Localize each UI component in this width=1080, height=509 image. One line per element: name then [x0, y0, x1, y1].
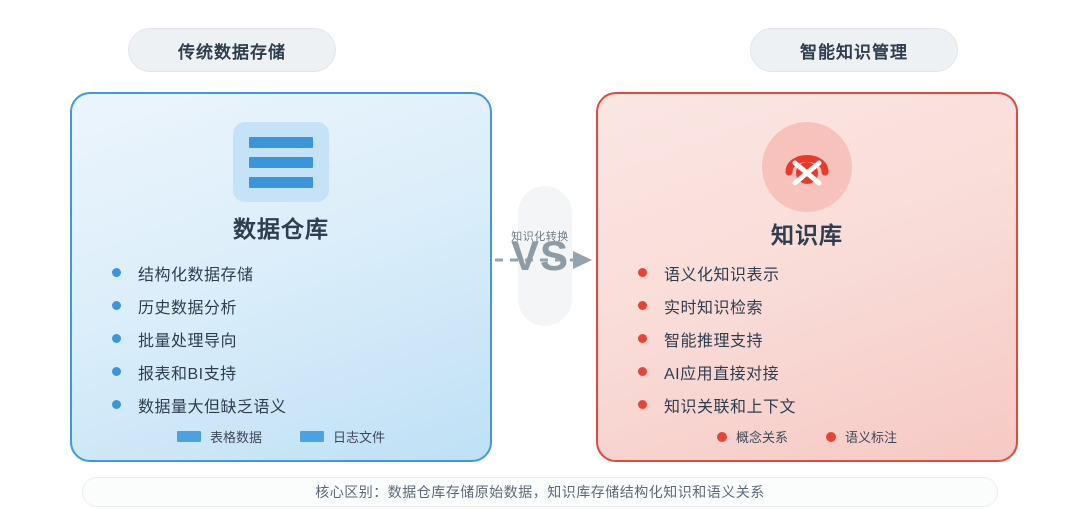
bullet-dot-icon: [112, 268, 121, 277]
bullet-dot-icon: [638, 268, 647, 277]
legend-swatch-dot-icon: [716, 431, 727, 442]
feature-label: 实时知识检索: [664, 299, 764, 317]
feature-label: 历史数据分析: [138, 299, 238, 317]
card-knowledge-base: 知识库 语义化知识表示 实时知识检索 智能推理支持 AI应用直接对接: [596, 92, 1018, 462]
table-row-bar: [249, 136, 313, 148]
list-item: 数据量大但缺乏语义: [112, 388, 462, 421]
legend-swatch-rect-icon: [300, 431, 324, 442]
legend-item: 语义标注: [826, 427, 897, 446]
bullet-dot-icon: [112, 334, 121, 343]
transition-arrow-icon: [495, 251, 592, 269]
header-badge-intelligent: 智能知识管理: [750, 28, 958, 72]
table-rows-icon: [233, 122, 329, 202]
legend-label: 日志文件: [333, 430, 386, 445]
legend-label: 概念关系: [735, 430, 788, 445]
list-item: 语义化知识表示: [638, 256, 988, 289]
list-item: 实时知识检索: [638, 289, 988, 322]
bullet-dot-icon: [638, 334, 647, 343]
header-badge-intelligent-label: 智能知识管理: [800, 42, 908, 62]
list-item: 报表和BI支持: [112, 355, 462, 388]
data-warehouse-icon-wrap: [233, 122, 329, 202]
feature-label: 结构化数据存储: [138, 266, 254, 284]
legend-swatch-dot-icon: [826, 431, 836, 442]
knowledge-network-icon: [762, 122, 852, 212]
feature-label: 批量处理导向: [138, 332, 238, 350]
header-badge-traditional-label: 传统数据存储: [178, 42, 286, 62]
feature-list-knowledge-base: 语义化知识表示 实时知识检索 智能推理支持 AI应用直接对接 知识关联和上下文: [638, 256, 988, 421]
feature-label: AI应用直接对接: [664, 365, 780, 383]
bullet-dot-icon: [638, 367, 647, 376]
feature-label: 语义化知识表示: [664, 266, 780, 284]
legend-item: 日志文件: [300, 427, 385, 446]
legend-item: 概念关系: [716, 427, 788, 446]
card-data-warehouse: 数据仓库 结构化数据存储 历史数据分析 批量处理导向 报表和BI支持: [70, 92, 492, 462]
legend-label: 表格数据: [209, 430, 262, 445]
list-item: 历史数据分析: [112, 289, 462, 322]
legend-label: 语义标注: [845, 430, 898, 445]
knowledge-base-icon-wrap: [762, 122, 852, 212]
list-item: 批量处理导向: [112, 322, 462, 355]
header-badge-traditional: 传统数据存储: [128, 28, 336, 72]
bullet-dot-icon: [112, 367, 121, 376]
feature-label: 智能推理支持: [664, 332, 764, 350]
feature-label: 知识关联和上下文: [664, 398, 797, 416]
bullet-dot-icon: [112, 400, 121, 409]
center-capsule-backdrop: [518, 186, 572, 326]
legend-item: 表格数据: [176, 427, 262, 446]
versus-label: VS: [510, 232, 570, 279]
table-row-bar: [249, 156, 313, 168]
list-item: 结构化数据存储: [112, 256, 462, 289]
table-row-bar: [249, 176, 313, 188]
feature-list-data-warehouse: 结构化数据存储 历史数据分析 批量处理导向 报表和BI支持 数据量大但缺乏语义: [112, 256, 462, 421]
bullet-dot-icon: [638, 301, 647, 310]
knowledge-network-glyph: [785, 155, 829, 186]
list-item: AI应用直接对接: [638, 355, 988, 388]
feature-label: 数据量大但缺乏语义: [138, 398, 287, 416]
transition-label: 知识化转换: [511, 231, 569, 243]
list-item: 智能推理支持: [638, 322, 988, 355]
summary-bar: 核心区别：数据仓库存储原始数据，知识库存储结构化知识和语义关系: [82, 477, 998, 507]
bullet-dot-icon: [638, 400, 647, 409]
card-title-data-warehouse: 数据仓库: [233, 216, 329, 242]
legend-knowledge-base: 概念关系 语义标注: [598, 427, 1016, 446]
card-title-knowledge-base: 知识库: [771, 222, 843, 248]
legend-data-warehouse: 表格数据 日志文件: [72, 427, 490, 446]
legend-swatch-rect-icon: [176, 431, 201, 442]
bullet-dot-icon: [112, 301, 121, 310]
feature-label: 报表和BI支持: [138, 365, 237, 383]
summary-text: 核心区别：数据仓库存储原始数据，知识库存储结构化知识和语义关系: [315, 484, 765, 500]
list-item: 知识关联和上下文: [638, 388, 988, 421]
